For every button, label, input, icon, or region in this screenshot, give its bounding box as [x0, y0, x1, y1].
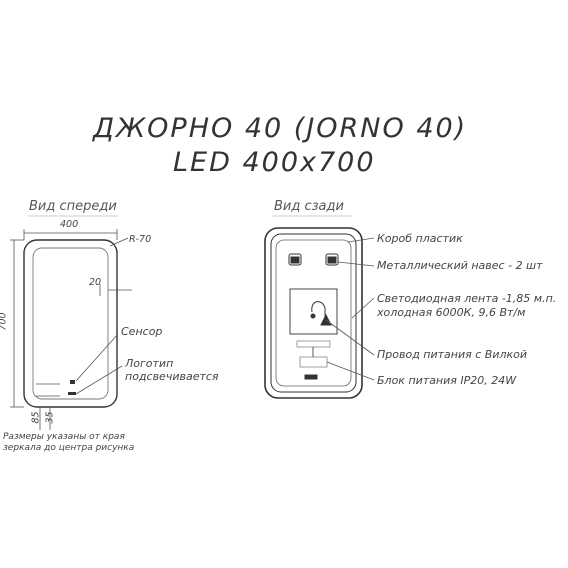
leader-box — [347, 237, 375, 243]
radius-leader — [109, 237, 129, 247]
inset-dim-text: 20 — [89, 277, 102, 288]
callout-box: Короб пластик — [377, 232, 463, 245]
power-panel — [289, 288, 338, 335]
hanger-right-fill — [327, 256, 337, 264]
callout-psu: Блок питания IP20, 24W — [377, 374, 517, 387]
mirror-outline — [23, 239, 118, 408]
title-line-1: ДЖОРНО 40 (JORNO 40) — [93, 113, 468, 144]
bottom-dim-35-text: 35 — [44, 411, 56, 424]
power-wire — [311, 301, 326, 322]
logo-leader — [75, 365, 123, 395]
power-supply — [296, 340, 331, 348]
bottom-clip — [304, 374, 318, 380]
note-line-2: зеркала до центра рисунка — [3, 443, 135, 453]
front-view-drawing — [10, 215, 352, 430]
back-view-label: Вид сзади — [274, 199, 344, 214]
back-inner-box — [270, 233, 357, 393]
callout-led-1: Светодиодная лента -1,85 м.п. — [377, 292, 557, 305]
hanger-left-fill — [290, 256, 300, 264]
wire-entry — [310, 313, 316, 319]
callout-led-2: холодная 6000К, 9,6 Вт/м — [377, 306, 526, 319]
leader-hanger — [337, 261, 375, 267]
leader-psu — [326, 361, 375, 381]
hanger-left — [288, 253, 302, 266]
power-supply-box — [299, 356, 328, 368]
sensor-leader — [75, 333, 119, 382]
back-view-drawing — [264, 227, 375, 399]
title-line-2: LED 400x700 — [173, 147, 376, 178]
callout-hanger: Металлический навес - 2 шт — [377, 259, 543, 272]
height-dim-text: 700 — [0, 312, 9, 331]
sensor-mark — [70, 380, 75, 384]
bottom-dim-85-text: 85 — [30, 411, 42, 424]
logo-label-2: подсвечивается — [125, 370, 219, 383]
back-led-channel — [275, 239, 352, 387]
note-line-1: Размеры указаны от края — [3, 432, 125, 442]
sensor-label: Сенсор — [121, 325, 163, 338]
leader-led — [351, 297, 375, 319]
radius-dim-text: R-70 — [129, 234, 152, 245]
leader-wire — [325, 319, 375, 356]
width-dim-text: 400 — [60, 219, 79, 230]
led-strip-outline — [32, 247, 109, 400]
logo-label-1: Логотип — [125, 357, 174, 370]
logo-mark — [68, 392, 76, 395]
back-outer-box — [264, 227, 363, 399]
front-view-label: Вид спереди — [29, 199, 117, 214]
callout-wire: Провод питания с Вилкой — [377, 348, 528, 361]
hanger-right — [325, 253, 339, 266]
